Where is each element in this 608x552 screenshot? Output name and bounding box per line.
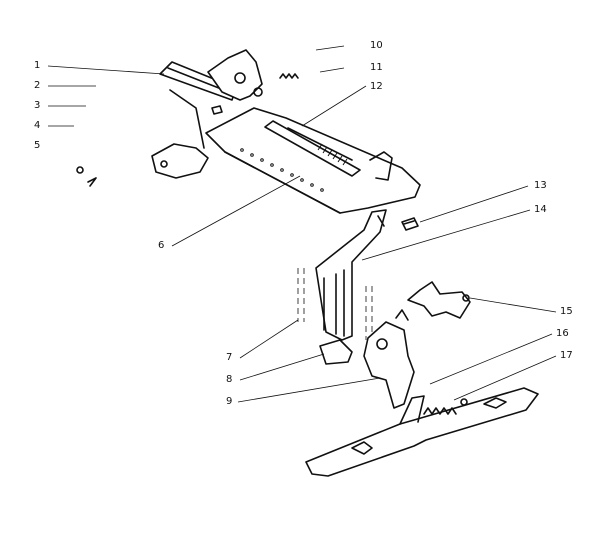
- callout-4: 4: [34, 120, 41, 131]
- guide-rod-left: [297, 268, 305, 322]
- guide-rod-right: [365, 286, 373, 340]
- left-arm-lever: [151, 89, 209, 179]
- callout-12: 12: [370, 81, 383, 92]
- callout-6: 6: [158, 240, 165, 251]
- callout-7: 7: [226, 352, 233, 363]
- callout-3: 3: [34, 100, 41, 111]
- vertical-bracket: [315, 209, 387, 341]
- callout-8: 8: [226, 374, 233, 385]
- callout-1: 1: [34, 60, 41, 71]
- callout-5: 5: [34, 140, 41, 151]
- main-plate: [205, 107, 421, 214]
- callout-9: 9: [226, 396, 233, 407]
- small-hardware: [76, 105, 223, 187]
- callout-2: 2: [34, 80, 41, 91]
- callout-11: 11: [370, 62, 383, 73]
- base-plate: [305, 387, 539, 477]
- callout-15: 15: [560, 306, 573, 317]
- top-spring: [279, 73, 299, 79]
- star-lever: [407, 281, 471, 319]
- callout-14: 14: [534, 204, 547, 215]
- leader-lines: [47, 45, 557, 403]
- screw: [401, 217, 419, 231]
- callout-16: 16: [556, 328, 569, 339]
- top-left-rail: [159, 49, 263, 101]
- callout-17: 17: [560, 350, 573, 361]
- lower-bracket: [319, 339, 353, 365]
- callout-10: 10: [370, 40, 383, 51]
- cam-lever: [363, 309, 415, 409]
- callout-13: 13: [534, 180, 547, 191]
